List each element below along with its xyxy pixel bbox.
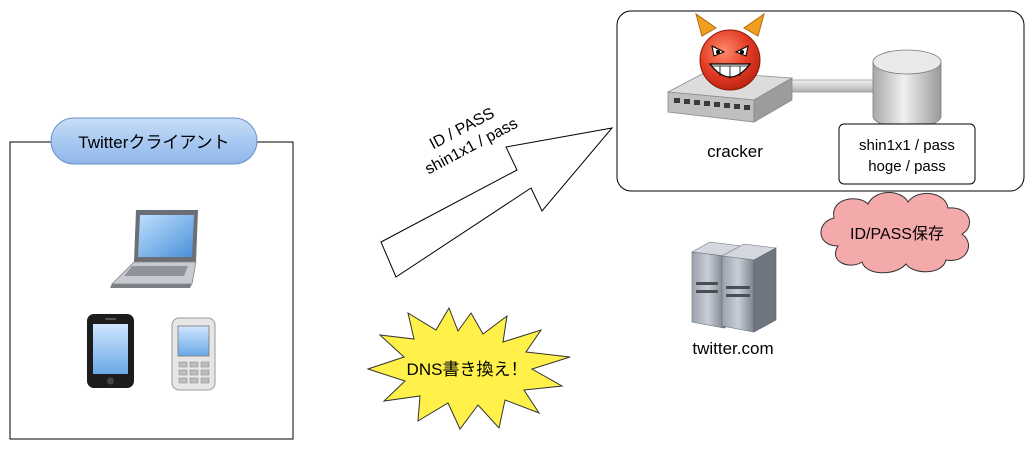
dns-starburst: DNS書き換え！ [366,306,571,430]
id-pass-cloud: ID/PASS保存 [820,192,971,274]
client-title: Twitterクライアント [78,133,229,152]
devil-face-icon [695,12,765,91]
redirect-arrow: ID / PASS shin1x1 / pass [380,105,614,278]
client-group: Twitterクライアント [9,117,294,440]
cracker-group: cracker shin1x1 / pass hoge / pass [616,10,1025,192]
server-group: twitter.com [691,241,777,358]
starburst-label: DNS書き換え！ [407,360,528,379]
credential-line-1: shin1x1 / pass [859,137,955,154]
connection-pipe [787,79,881,93]
smartphone-icon [87,314,134,388]
cracker-label: cracker [707,142,763,161]
credential-line-2: hoge / pass [868,158,946,175]
server-label: twitter.com [692,339,773,358]
laptop-icon [110,210,198,288]
server-icon [691,241,777,333]
starburst-shape [366,306,571,430]
mobile-phone-icon [171,317,216,391]
cloud-label: ID/PASS保存 [850,225,944,243]
arrow-shape [380,127,614,278]
cloud-shape [820,192,971,274]
stored-credentials-box [838,123,976,185]
database-icon [872,49,942,129]
client-box [9,141,294,440]
client-pill [50,117,258,165]
